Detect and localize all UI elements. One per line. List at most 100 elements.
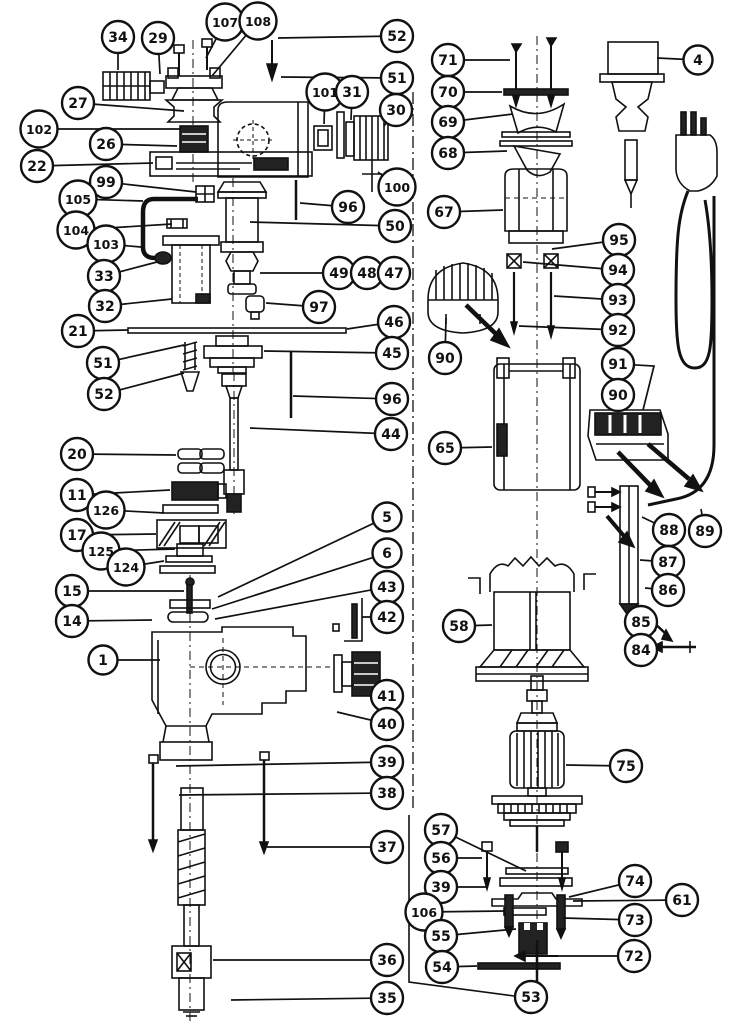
cone-part (179, 371, 201, 392)
svg-text:71: 71 (438, 53, 457, 69)
svg-text:49: 49 (329, 266, 348, 282)
spindle-column-parts (216, 180, 298, 320)
callout-35: 35 (230, 980, 405, 1016)
svg-text:14: 14 (62, 614, 82, 630)
callout-94: 94 (522, 252, 636, 288)
svg-text:90: 90 (608, 388, 628, 404)
clutch-cap-part (427, 262, 511, 349)
svg-text:94: 94 (608, 263, 628, 279)
motor-screws-part (510, 37, 558, 109)
bearing-part (156, 519, 227, 549)
svg-text:101: 101 (312, 85, 338, 100)
svg-text:56: 56 (431, 851, 450, 867)
callout-29: 29 (140, 20, 176, 75)
svg-text:11: 11 (67, 488, 86, 504)
svg-text:27: 27 (68, 96, 87, 112)
callout-104: 104 (56, 210, 173, 250)
washer-part (503, 88, 569, 96)
callout-31: 31 (334, 74, 370, 121)
callout-55: 55 (423, 918, 517, 954)
callout-101: 101 (305, 72, 345, 125)
callout-86: 86 (644, 572, 686, 608)
callout-47: 47 (376, 255, 412, 291)
callout-51: 51 (85, 344, 185, 381)
switch-part (587, 409, 704, 499)
pin-and-washers-part (167, 577, 211, 623)
svg-text:32: 32 (95, 299, 114, 315)
spacer-part (195, 185, 215, 203)
svg-text:34: 34 (108, 30, 128, 46)
armature-part (491, 675, 583, 852)
long-screws-part (147, 751, 270, 856)
svg-text:33: 33 (94, 269, 113, 285)
callout-56: 56 (423, 840, 482, 876)
armature-block-part (179, 125, 209, 153)
svg-text:47: 47 (384, 266, 403, 282)
svg-text:105: 105 (65, 192, 91, 207)
svg-text:96: 96 (338, 200, 357, 216)
svg-text:107: 107 (212, 15, 238, 30)
callout-21: 21 (60, 313, 129, 349)
svg-text:100: 100 (384, 180, 410, 195)
svg-text:53: 53 (521, 990, 540, 1006)
svg-text:39: 39 (431, 880, 450, 896)
svg-text:41: 41 (377, 689, 396, 705)
svg-text:87: 87 (658, 555, 677, 571)
callout-88: 88 (641, 512, 687, 548)
svg-text:61: 61 (672, 893, 691, 909)
callout-46: 46 (346, 304, 412, 340)
callout-97: 97 (265, 289, 337, 325)
upper-housing-part (504, 168, 568, 244)
callout-108: 108 (211, 1, 278, 77)
svg-text:68: 68 (438, 146, 457, 162)
callout-39: 39 (175, 744, 405, 780)
base-plate-part (149, 151, 313, 177)
svg-text:74: 74 (625, 874, 645, 890)
field-case-part (493, 357, 581, 491)
callout-26: 26 (88, 126, 178, 162)
callout-67: 67 (426, 194, 504, 230)
svg-text:92: 92 (608, 323, 627, 339)
callout-73: 73 (562, 902, 653, 938)
callout-34: 34 (100, 19, 136, 70)
pin-bracket-part (332, 598, 363, 642)
cord-protector-part (599, 41, 665, 208)
callout-100: 100 (377, 167, 417, 207)
svg-text:97: 97 (309, 300, 328, 316)
svg-text:39: 39 (377, 755, 396, 771)
callout-44: 44 (249, 416, 409, 452)
callout-4: 4 (656, 44, 714, 76)
svg-text:17: 17 (67, 528, 86, 544)
power-cord-part (647, 190, 716, 507)
callout-70: 70 (430, 74, 502, 110)
svg-text:75: 75 (616, 759, 635, 775)
callout-11: 11 (59, 477, 171, 513)
fitting-parts (313, 111, 389, 192)
callout-33: 33 (86, 258, 158, 294)
callout-92: 92 (518, 312, 636, 348)
callout-52: 52 (86, 372, 185, 412)
svg-text:22: 22 (27, 159, 46, 175)
svg-text:89: 89 (695, 524, 714, 540)
svg-text:57: 57 (431, 823, 450, 839)
svg-text:104: 104 (63, 223, 89, 238)
svg-text:40: 40 (377, 717, 397, 733)
cylinder-part (162, 235, 220, 304)
svg-text:45: 45 (382, 346, 401, 362)
svg-text:38: 38 (377, 786, 396, 802)
callout-93: 93 (553, 282, 636, 318)
svg-text:20: 20 (67, 447, 87, 463)
svg-text:85: 85 (631, 615, 650, 631)
callout-15: 15 (54, 573, 184, 609)
svg-text:91: 91 (608, 357, 627, 373)
bearing-stack-part (477, 841, 583, 987)
callout-6: 6 (211, 537, 403, 610)
svg-text:106: 106 (411, 905, 437, 920)
callout-85: 85 (623, 604, 659, 640)
sleeve-part (176, 543, 204, 557)
svg-text:51: 51 (93, 356, 112, 372)
callout-51: 51 (280, 60, 415, 96)
callout-96: 96 (292, 381, 410, 417)
